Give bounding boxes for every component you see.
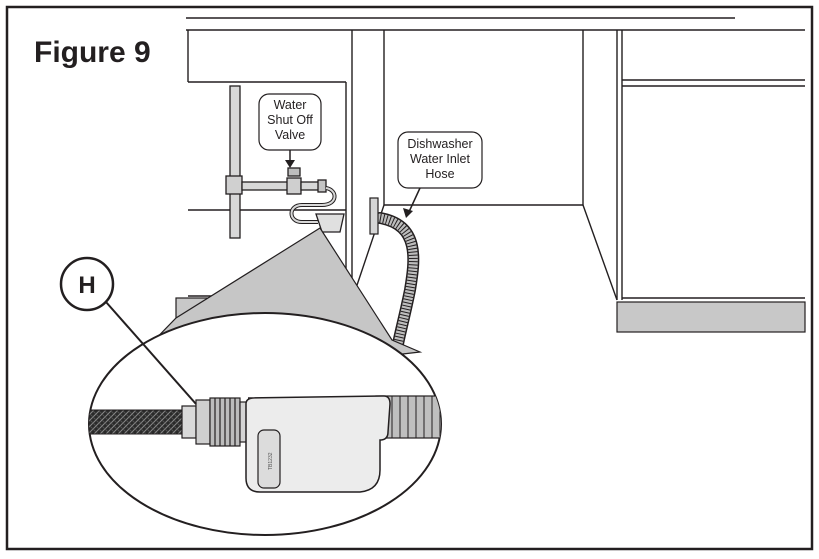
- shut-off-valve: [286, 167, 327, 195]
- svg-text:Valve: Valve: [275, 128, 305, 142]
- frame-border: [5, 5, 814, 551]
- right-toe-kick: [616, 301, 806, 333]
- counter-top: [186, 17, 805, 31]
- svg-text:Hose: Hose: [425, 167, 454, 181]
- callout-hose: Dishwasher Water Inlet Hose: [397, 131, 483, 218]
- callout-valve: Water Shut Off Valve: [258, 93, 322, 168]
- detail-oval: TB1232: [88, 312, 442, 536]
- inlet-hose: [374, 212, 420, 361]
- nut-fitting: [195, 399, 211, 445]
- dishwasher-opening: [351, 30, 618, 301]
- svg-text:H: H: [78, 272, 95, 299]
- elbow-body: [245, 395, 391, 493]
- svg-text:Water: Water: [274, 98, 307, 112]
- right-cabinet: [621, 30, 805, 300]
- label-h-leader: [105, 301, 197, 405]
- svg-text:Dishwasher: Dishwasher: [407, 137, 472, 151]
- elbow-label-plate: [257, 429, 281, 489]
- label-h: H: [59, 256, 115, 312]
- elbow-fitting: [315, 213, 345, 233]
- inlet-bracket: [369, 197, 379, 235]
- svg-text:Water Inlet: Water Inlet: [410, 152, 471, 166]
- supply-pipe: [225, 85, 289, 239]
- part-code: TB1232: [268, 452, 274, 470]
- figure-title: Figure 9: [34, 36, 151, 69]
- braided-hose: [89, 409, 185, 435]
- threaded-coupling: [209, 397, 241, 447]
- svg-text:Shut Off: Shut Off: [267, 113, 313, 127]
- hose-ferrule: [181, 405, 197, 439]
